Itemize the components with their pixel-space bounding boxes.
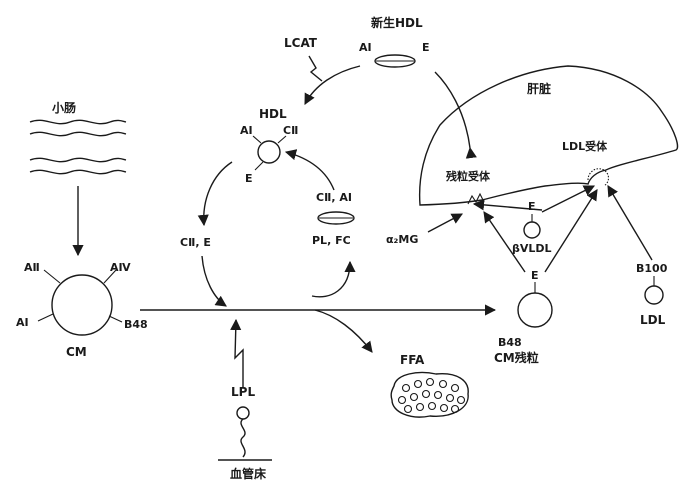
hdl: HDL AⅠ CⅡ E	[240, 107, 298, 185]
nascent-apo-e: E	[422, 41, 430, 54]
alpha2mg-arrow	[427, 213, 463, 233]
cm-remnant-to-remnant-receptor-arrow	[483, 211, 526, 273]
beta-vldl-label: βVLDL	[512, 242, 552, 255]
lpl-label: LPL	[231, 385, 255, 399]
ffa-group: FFA	[390, 353, 469, 418]
pl-fc-label: PL, FC	[312, 234, 351, 247]
ldl-label: LDL	[640, 313, 666, 327]
lcat-zigzag	[308, 55, 323, 82]
exchange-to-bloodstream-arrow	[201, 255, 227, 307]
nascent-hdl: 新生HDL AⅠ E	[359, 15, 430, 68]
surface-remnant-disc: CⅡ, AⅠ PL, FC	[312, 191, 355, 247]
ldl-apo-b100: B100	[636, 262, 668, 275]
remnant-receptor-label: 残粒受体	[446, 169, 491, 183]
ldl-receptor-pit	[587, 168, 610, 187]
lpl-action-arrow	[230, 318, 244, 388]
liver: 肝脏 LDL受体 残粒受体	[418, 65, 679, 206]
nascent-apo-a1: AⅠ	[359, 41, 372, 54]
ffa-release-arrow	[314, 309, 373, 353]
cm-remnant-to-ldl-receptor-arrow	[544, 189, 598, 273]
ldl-receptor-label: LDL受体	[562, 139, 608, 153]
cm-apo-b48: B48	[124, 318, 148, 331]
hdl-apo-c2: CⅡ	[283, 124, 298, 137]
hdl-apo-e: E	[245, 172, 253, 185]
cm-particle	[51, 274, 113, 336]
remnant-to-receptor-arrow	[472, 199, 543, 211]
ldl-group: B100 LDL	[636, 262, 668, 327]
alpha2mg-label: α₂MG	[386, 233, 418, 246]
remnant-apo-e: E	[528, 200, 536, 213]
ffa-label: FFA	[400, 353, 425, 367]
cm-remnant-b48: B48	[498, 336, 522, 349]
cm-remnant-label: CM残粒	[494, 350, 539, 365]
cm-apo-a2: AⅡ	[24, 261, 40, 274]
liver-outline	[418, 65, 679, 206]
remnant-particle	[523, 221, 541, 239]
hdl-label: HDL	[259, 107, 287, 121]
small-intestine: 小肠	[29, 100, 127, 175]
hdl-apo-a1: AⅠ	[240, 124, 253, 137]
ldl-to-ldl-receptor-arrow	[607, 185, 653, 261]
lcat-label: LCAT	[284, 36, 318, 50]
transfer-c2-e-label: CⅡ, E	[180, 236, 211, 249]
cm-remnant-apo-e: E	[531, 269, 539, 282]
cm-remnant: E B48 CM残粒	[494, 269, 553, 365]
nascent-hdl-label: 新生HDL	[371, 15, 423, 30]
transfer-c2-a1-label: CⅡ, AⅠ	[316, 191, 352, 204]
beta-vldl-group: E βVLDL	[512, 200, 552, 255]
hdl-particle	[257, 140, 281, 164]
ldl-particle	[644, 285, 664, 305]
nascent-to-hdl-arrow	[304, 65, 361, 105]
cm-label: CM	[66, 345, 87, 359]
lpl-group: LPL 血管床	[218, 318, 272, 481]
cm-remnant-particle	[517, 292, 553, 328]
vessel-bed-label: 血管床	[230, 466, 267, 481]
liver-to-nascent-hdl-arrow	[434, 71, 477, 159]
surface-to-hdl-arrow	[284, 149, 335, 191]
cm-apo-a4: AⅣ	[110, 261, 132, 274]
remnant-receptor-mark	[467, 192, 485, 205]
chylomicron: AⅡ AⅣ AⅠ B48 CM	[16, 261, 148, 359]
cm-apo-a1: AⅠ	[16, 316, 29, 329]
liver-label: 肝脏	[527, 81, 551, 96]
remnant-to-ldl-receptor-arrow	[541, 185, 596, 213]
intestine-label: 小肠	[52, 100, 76, 115]
bloodstream-to-surface-arrow	[311, 260, 356, 298]
hdl-to-cm-exchange-arrow	[197, 161, 233, 227]
